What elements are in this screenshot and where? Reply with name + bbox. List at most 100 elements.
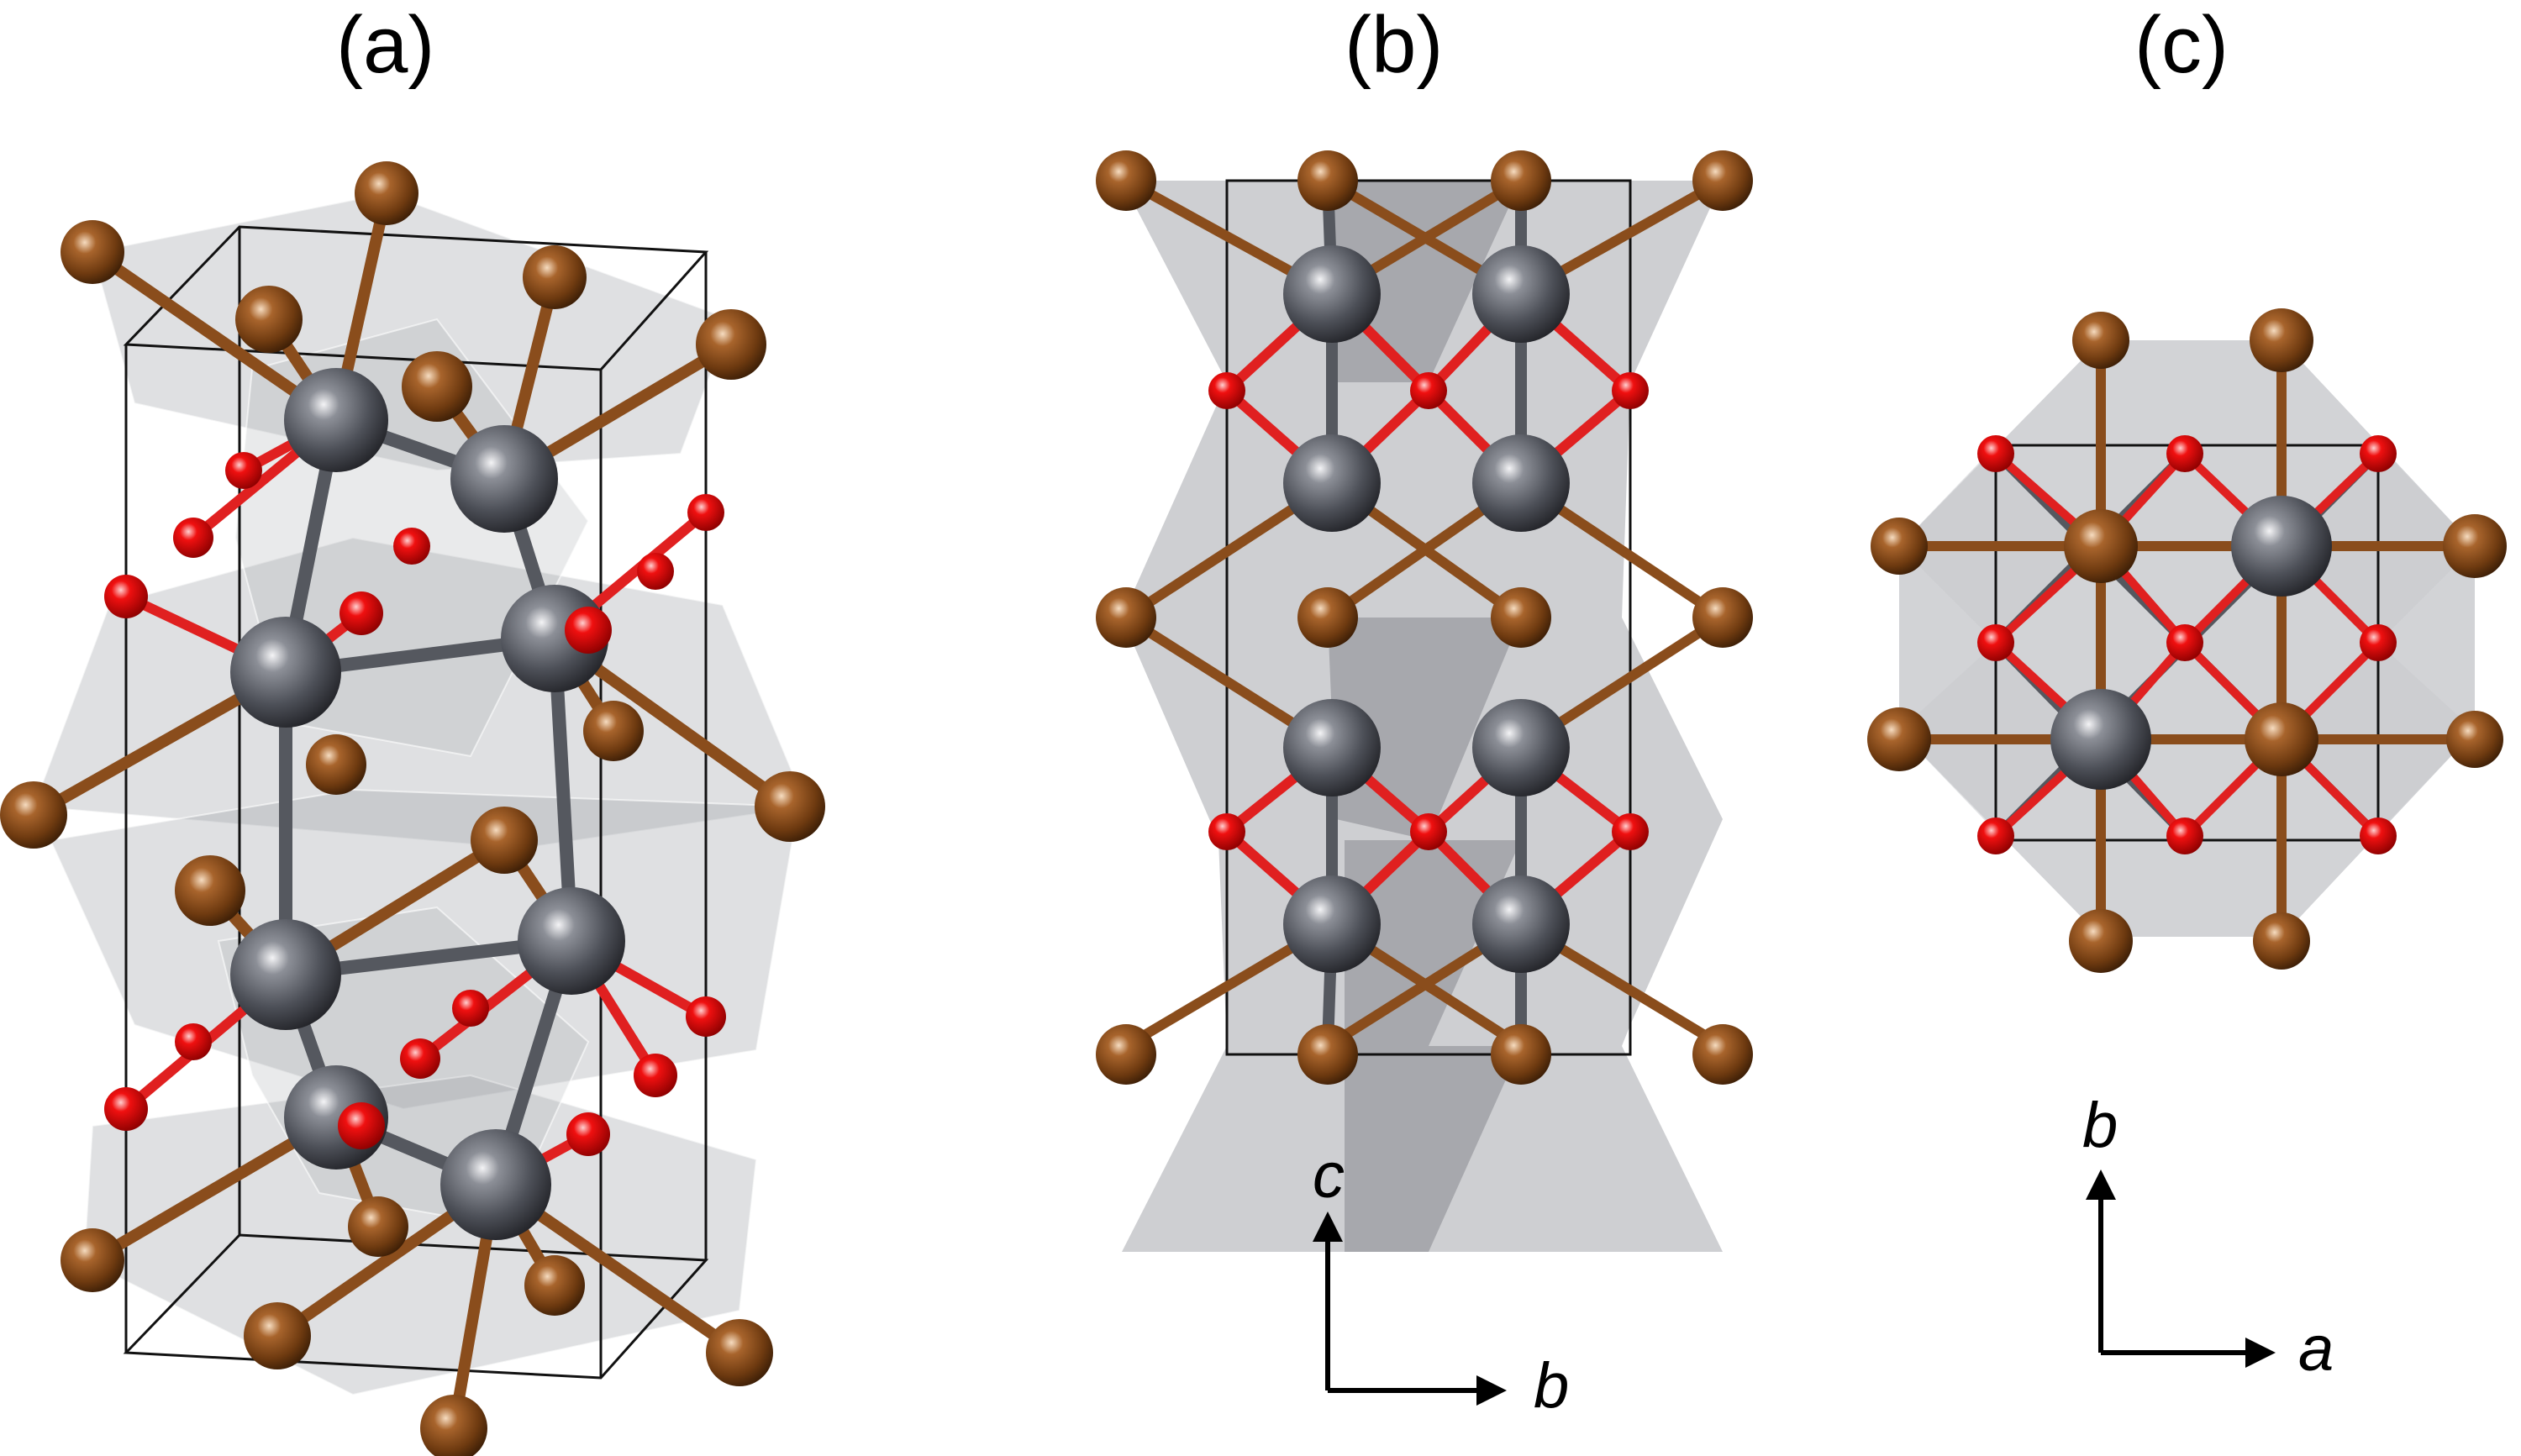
panel-b-red-atoms	[1208, 372, 1649, 850]
panel-a-brown-atom	[420, 1395, 487, 1456]
panel-a-red-atom	[225, 452, 262, 489]
panel-b-gray-atom	[1472, 699, 1570, 796]
panel-a-structure	[0, 161, 825, 1456]
panel-a-brown-atoms	[0, 161, 825, 1456]
panel-c-red-atom	[2166, 624, 2203, 661]
panel-a-brown-atom	[755, 771, 825, 842]
panel-b-brown-atom	[1297, 587, 1358, 648]
panel-b-gray-atom	[1472, 245, 1570, 343]
panel-c-red-atom	[2166, 817, 2203, 854]
panel-a-red-atom	[339, 591, 383, 635]
panel-a-red-atoms	[104, 452, 726, 1156]
panel-a-gray-atom	[230, 617, 341, 728]
panel-b-brown-atom	[1096, 150, 1156, 211]
panel-a-brown-atom	[706, 1319, 773, 1386]
panel-a-red-atom	[175, 1023, 212, 1060]
panel-a-brown-atom	[471, 807, 538, 874]
panel-b-gray-atom	[1283, 245, 1381, 343]
panel-b-red-atom	[1208, 372, 1245, 409]
panel-a-brown-atom	[61, 220, 124, 284]
panel-a-red-atom	[637, 553, 674, 590]
panel-b-vertical-axis-label: c	[1313, 1140, 1345, 1212]
panel-a-red-atom	[687, 494, 724, 531]
panel-a-brown-atom	[355, 161, 418, 225]
panel-b-red-atom	[1612, 813, 1649, 850]
panel-a-gray-atom	[230, 919, 341, 1030]
panel-c-red-atom	[1977, 624, 2014, 661]
panel-c-gray-atom	[2050, 689, 2151, 790]
panel-c-brown-atom	[2443, 514, 2507, 578]
panel-a-red-atom	[686, 996, 726, 1037]
panel-a-red-atom	[452, 990, 489, 1027]
panel-c-horizontal-axis-label: a	[2298, 1313, 2334, 1385]
panel-c-red-atom	[2360, 435, 2397, 472]
panel-a-red-atom	[634, 1054, 677, 1097]
panel-a-red-atom	[104, 575, 148, 618]
panel-a-brown-atom	[175, 855, 245, 926]
panel-a-gray-atom	[440, 1129, 551, 1240]
panel-a-red-atom	[104, 1087, 148, 1131]
panel-b-brown-atom	[1491, 150, 1551, 211]
panel-c-red-atom	[2166, 435, 2203, 472]
panel-a-gray-atoms	[230, 368, 625, 1240]
panel-a-red-atom	[566, 1112, 610, 1156]
panel-b-structure	[1096, 150, 1753, 1406]
panel-a-brown-atom	[696, 309, 766, 380]
panel-c-brown-atom	[1871, 518, 1928, 575]
panel-c-axis-arrows	[2086, 1170, 2276, 1368]
panel-c-brown-atom	[2446, 711, 2503, 768]
panel-c-vertical-axis-label: b	[2082, 1090, 2118, 1161]
panel-b-gray-atom	[1283, 434, 1381, 532]
panel-c-red-atom	[2360, 817, 2397, 854]
panel-b-horizontal-axis-label: b	[1534, 1350, 1570, 1422]
panel-c-brown-atom	[2069, 909, 2133, 973]
panel-b-axis-arrows	[1313, 1212, 1507, 1406]
panel-b-gray-atom	[1283, 699, 1381, 796]
panel-c-bonds	[1894, 335, 2480, 946]
panel-b-brown-atom	[1297, 1024, 1358, 1085]
panel-b-gray-atom	[1472, 875, 1570, 973]
panel-c-gray-atom	[2231, 496, 2332, 597]
panel-a-label: (a)	[336, 0, 435, 90]
panel-b-brown-atom	[1096, 1024, 1156, 1085]
panel-a-brown-atom	[61, 1228, 124, 1292]
panel-b-unit-cell	[1225, 179, 1632, 1056]
panel-c-brown-atom	[2250, 308, 2313, 372]
panel-c-red-atom	[2360, 624, 2397, 661]
panel-c-structure	[1867, 308, 2507, 1368]
panel-a-brown-atom	[0, 781, 67, 849]
panel-b-red-atom	[1410, 813, 1447, 850]
panel-a-red-atom	[393, 528, 430, 565]
panel-a-red-atom	[400, 1038, 440, 1079]
panel-c-red-atom	[1977, 435, 2014, 472]
panel-a-red-atom	[565, 607, 612, 654]
panel-c-red-atom	[1977, 817, 2014, 854]
panel-c-brown-atom	[2245, 702, 2318, 776]
panel-c-red-atoms	[1977, 435, 2397, 854]
panel-b-brown-atom	[1692, 150, 1753, 211]
panel-b-gray-atoms	[1283, 245, 1570, 973]
panel-c-label: (c)	[2134, 0, 2229, 90]
panel-a-brown-atom	[523, 245, 587, 309]
panel-c-brown-atom	[2253, 912, 2310, 970]
panel-c-gray-atoms	[2050, 496, 2332, 790]
panel-b-brown-atom	[1692, 1024, 1753, 1085]
panel-a-brown-atom	[402, 351, 472, 422]
panel-c-brown-atom	[2072, 312, 2129, 369]
panel-c-brown-atom	[2064, 509, 2138, 583]
panel-b-red-atom	[1410, 372, 1447, 409]
panel-b-label: (b)	[1345, 0, 1444, 90]
panel-a-brown-atom	[235, 286, 303, 353]
panel-a-gray-atom	[284, 368, 388, 472]
panel-c-brown-atoms	[1867, 308, 2507, 973]
panel-b-red-atom	[1612, 372, 1649, 409]
panel-a-red-atom	[173, 518, 213, 558]
panel-b-gray-atom	[1472, 434, 1570, 532]
panel-a-brown-atom	[244, 1302, 311, 1369]
panel-a-brown-atom	[306, 734, 366, 795]
panel-b-red-atom	[1208, 813, 1245, 850]
panel-a-brown-atom	[524, 1255, 585, 1316]
panel-a-gray-atom	[518, 887, 625, 995]
panel-b-brown-atom	[1096, 587, 1156, 648]
